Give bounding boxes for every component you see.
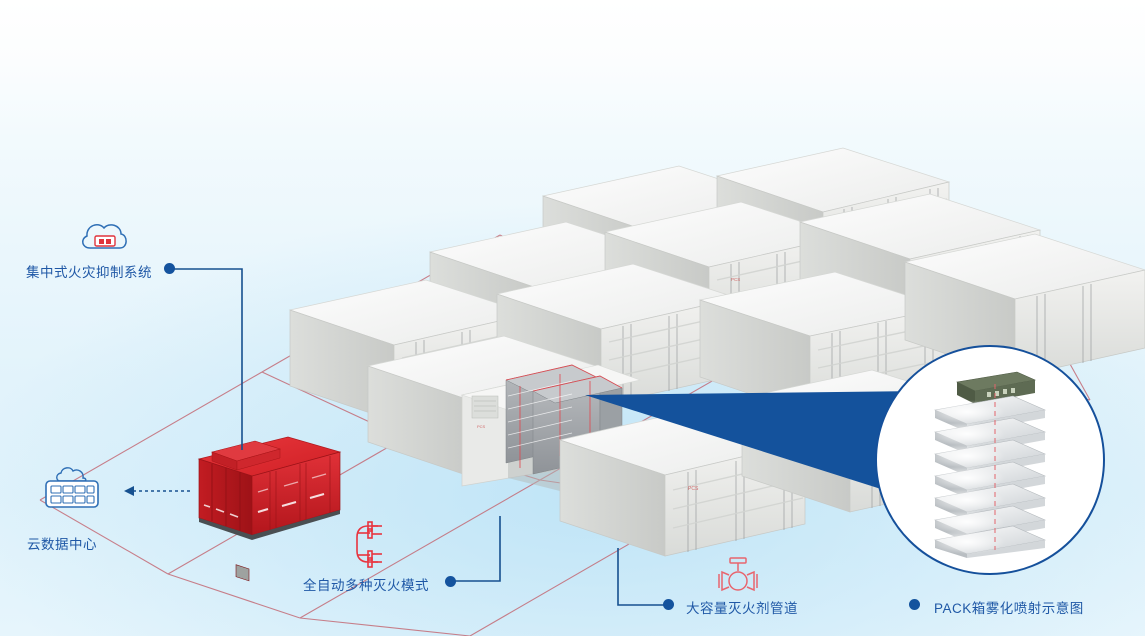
container-red-fire-suppression bbox=[197, 436, 342, 582]
callout-label-pack-mist-spray: PACK箱雾化喷射示意图 bbox=[934, 601, 1084, 616]
callout-dot-large-capacity-agent-pipeline[interactable] bbox=[663, 599, 674, 610]
svg-text:PCS: PCS bbox=[477, 424, 486, 429]
callout-dot-auto-multi-extinguish-mode[interactable] bbox=[445, 576, 456, 587]
callout-label-cloud-data-center: 云数据中心 bbox=[27, 537, 97, 552]
cloud-controller-icon bbox=[78, 214, 132, 261]
callout-label-centralized-fire-suppression: 集中式火灾抑制系统 bbox=[26, 265, 152, 280]
cloud-data-arrow bbox=[124, 486, 190, 496]
magnifier-circle bbox=[875, 345, 1105, 575]
callout-dot-pack-mist-spray[interactable] bbox=[909, 599, 920, 610]
callout-label-large-capacity-agent-pipeline: 大容量灭火剂管道 bbox=[686, 601, 798, 616]
callout-dot-centralized-fire-suppression[interactable] bbox=[164, 263, 175, 274]
gate-valve-icon bbox=[714, 556, 762, 603]
pipe-bend-icon bbox=[348, 518, 398, 575]
container-cutaway: PCS bbox=[460, 364, 642, 506]
svg-text:PCS: PCS bbox=[731, 277, 740, 282]
container-white bbox=[903, 233, 1145, 378]
callout-label-auto-multi-extinguish-mode: 全自动多种灭火模式 bbox=[303, 578, 429, 593]
callout-connectors bbox=[170, 268, 668, 606]
svg-text:PCS: PCS bbox=[688, 486, 699, 492]
cloud-server-icon bbox=[38, 465, 106, 520]
pack-mist-illustration bbox=[929, 371, 1047, 558]
